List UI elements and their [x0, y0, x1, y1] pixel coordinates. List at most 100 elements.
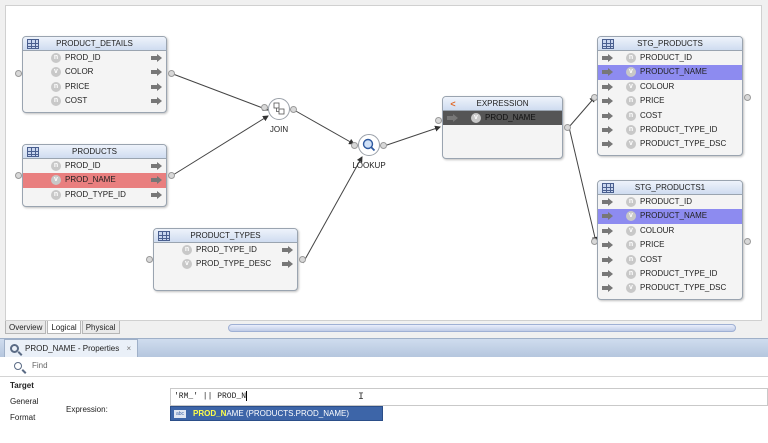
nav-format[interactable]: Format	[10, 413, 36, 422]
node-title: PRODUCTS	[72, 147, 117, 156]
attribute-name: PROD_TYPE_ID	[196, 245, 257, 254]
numeric-type-icon: n	[51, 96, 61, 107]
port-out[interactable]	[168, 172, 175, 179]
port-in[interactable]	[146, 256, 153, 263]
input-arrow-icon[interactable]	[602, 82, 613, 91]
input-arrow-icon[interactable]	[602, 269, 613, 278]
nav-target[interactable]: Target	[10, 381, 34, 390]
node-header: <EXPRESSION	[443, 97, 562, 111]
attribute-name: COLOUR	[640, 225, 675, 235]
output-arrow-icon[interactable]	[151, 54, 162, 62]
autocomplete-suggestion[interactable]: abc PROD_NAME (PRODUCTS.PROD_NAME)	[170, 406, 383, 421]
output-arrow-icon[interactable]	[282, 260, 293, 269]
input-arrow-icon[interactable]	[602, 226, 613, 235]
input-arrow-icon[interactable]	[602, 54, 613, 62]
input-arrow-icon[interactable]	[602, 255, 613, 264]
close-icon[interactable]: ×	[126, 344, 132, 353]
numeric-type-icon: n	[626, 240, 636, 251]
nav-general[interactable]: General	[10, 397, 39, 406]
input-arrow-icon[interactable]	[602, 68, 613, 77]
output-arrow-icon[interactable]	[151, 68, 162, 77]
input-arrow-icon[interactable]	[602, 212, 613, 221]
node-header: STG_PRODUCTS1	[598, 181, 742, 195]
varchar-type-icon: v	[51, 67, 61, 78]
port-in[interactable]	[15, 70, 22, 77]
input-arrow-icon[interactable]	[602, 140, 613, 149]
port-in[interactable]	[15, 172, 22, 179]
output-arrow-icon[interactable]	[151, 176, 162, 185]
attribute-name: PRODUCT_ID	[640, 197, 693, 206]
properties-tab[interactable]: PROD_NAME - Properties ×	[4, 339, 139, 358]
lookup-component[interactable]	[358, 134, 380, 156]
port-in[interactable]	[261, 104, 268, 111]
port-out[interactable]	[744, 94, 751, 101]
string-type-icon: abc	[174, 410, 186, 418]
input-arrow-icon[interactable]	[602, 111, 613, 120]
output-arrow-icon[interactable]	[151, 97, 162, 106]
input-arrow-icon[interactable]	[602, 125, 613, 134]
find-input[interactable]: Find	[32, 361, 48, 370]
horizontal-scrollbar[interactable]	[228, 324, 736, 332]
search-icon	[14, 362, 22, 370]
tab-overview[interactable]: Overview	[5, 321, 47, 334]
varchar-type-icon: v	[626, 225, 636, 236]
properties-icon	[10, 344, 19, 353]
input-arrow-icon[interactable]	[602, 284, 613, 293]
output-arrow-icon[interactable]	[151, 82, 162, 91]
port-out[interactable]	[168, 70, 175, 77]
port-out[interactable]	[299, 256, 306, 263]
port-out[interactable]	[290, 106, 297, 113]
port-out[interactable]	[380, 142, 387, 149]
tab-logical[interactable]: Logical	[47, 321, 81, 334]
output-arrow-icon[interactable]	[151, 190, 162, 199]
table-icon	[602, 183, 614, 193]
input-arrow-icon[interactable]	[602, 198, 613, 206]
attribute-row[interactable]: v COLOUR	[598, 224, 742, 238]
tab-physical[interactable]: Physical	[81, 321, 120, 334]
port-out[interactable]	[564, 124, 571, 131]
port-in[interactable]	[435, 117, 442, 124]
attribute-name: COST	[640, 254, 663, 264]
input-arrow-icon[interactable]	[447, 114, 458, 122]
port-out[interactable]	[744, 238, 751, 245]
join-component[interactable]	[268, 98, 290, 120]
input-arrow-icon[interactable]	[602, 97, 613, 106]
input-arrow-icon[interactable]	[602, 241, 613, 250]
join-label: JOIN	[269, 125, 289, 134]
node-header: PRODUCT_TYPES	[154, 229, 297, 243]
output-arrow-icon[interactable]	[282, 246, 293, 254]
output-arrow-icon[interactable]	[151, 162, 162, 170]
expression-field[interactable]: 'RM_' || PROD_N	[170, 388, 768, 406]
port-in[interactable]	[351, 142, 358, 149]
